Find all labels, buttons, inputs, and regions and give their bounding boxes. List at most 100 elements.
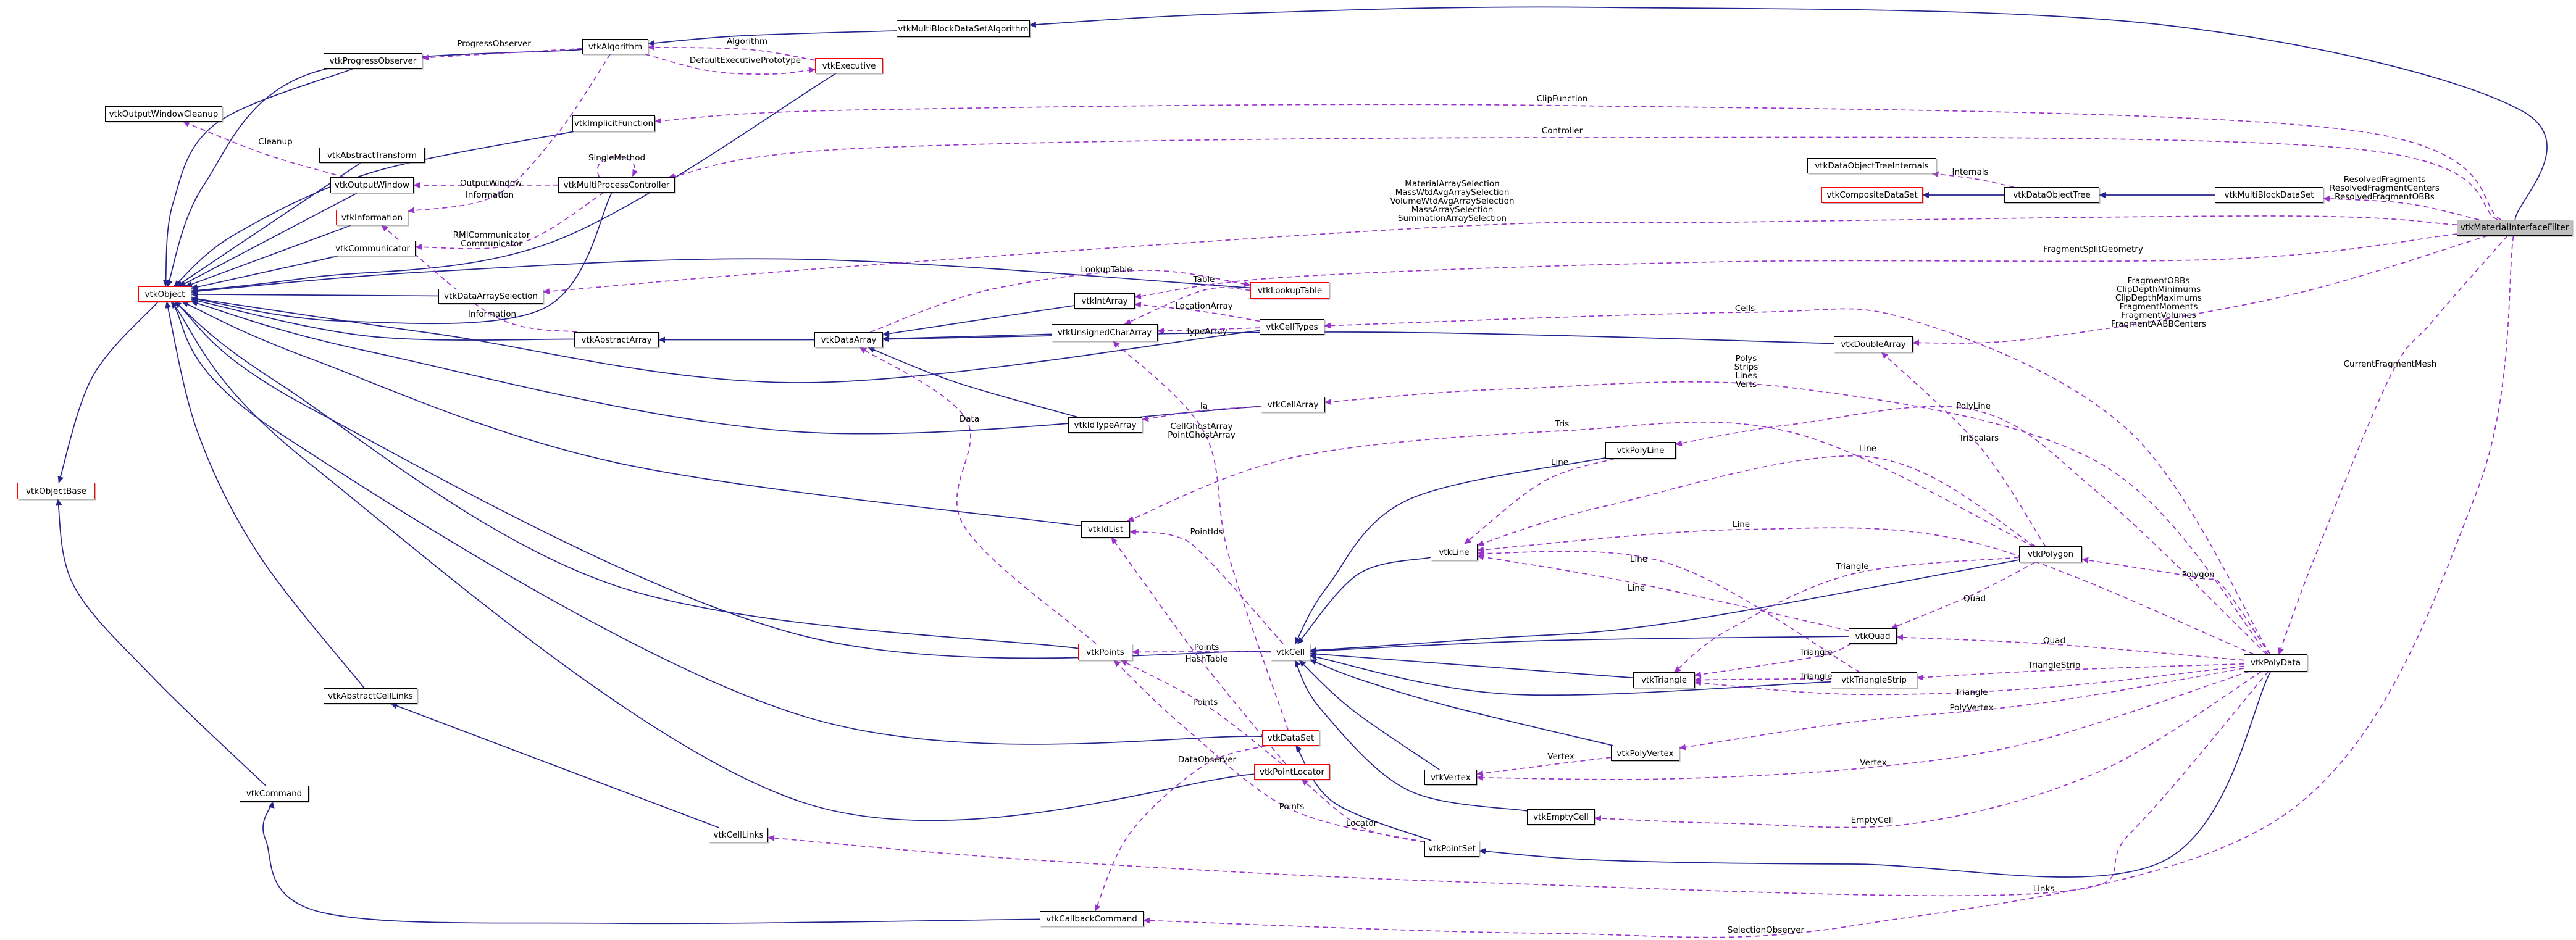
edge-vtkMaterialInterfaceFilter-to-vtkIntArray: [1134, 233, 2457, 299]
edge-vtkPolyLine-to-vtkCell: [1294, 457, 1606, 644]
edge-vtkObject-to-vtkObjectBase: [57, 301, 159, 483]
edge-vtkQuad-to-vtkTriangle: [1694, 643, 1852, 678]
node-vtkAbstractCellLinks[interactable]: vtkAbstractCellLinks: [324, 688, 417, 704]
node-vtkDataArray[interactable]: vtkDataArray: [814, 332, 883, 347]
edge-vtkCallbackCommand-to-vtkCommand: [262, 801, 1040, 925]
edge-vtkImplicitFunction-to-vtkObject: [173, 131, 575, 287]
edge-vtkCell-to-vtkIdList: [1129, 529, 1284, 644]
edge-vtkMaterialInterfaceFilter-to-vtkDoubleArray: [1912, 235, 2488, 346]
edge-vtkMultiBlockDataSetAlgorithm-to-vtkAlgorithm: [648, 30, 897, 47]
node-vtkPolyVertex[interactable]: vtkPolyVertex: [1611, 746, 1679, 761]
edge-vtkOutputWindow-to-vtkOutputWindowCleanup: [182, 121, 345, 178]
edge-vtkTriangleStrip-to-vtkCell: [1310, 654, 1831, 696]
node-vtkObjectBase[interactable]: vtkObjectBase: [17, 483, 95, 499]
edge-vtkPolygon-to-vtkIdList: [1127, 422, 2034, 547]
node-vtkUnsignedCharArray[interactable]: vtkUnsignedCharArray: [1052, 324, 1158, 341]
edge-vtkPointSet-to-vtkPointLocator: [1301, 779, 1425, 843]
edge-vtkPolyData-to-vtkTriangle: [1694, 665, 2244, 696]
edge-vtkIdTypeArray-to-vtkDataArray: [868, 347, 1079, 418]
node-vtkAbstractTransform[interactable]: vtkAbstractTransform: [319, 148, 425, 163]
edge-vtkMaterialInterfaceFilter-to-vtkMultiBlockDataSetAlgorithm: [1029, 6, 2548, 220]
edge-vtkLookupTable-to-vtkObject: [191, 258, 1251, 295]
edge-vtkCellTypes-to-vtkIntArray: [1134, 301, 1260, 322]
edge-vtkAbstractArray-to-vtkObject: [191, 297, 575, 341]
node-vtkLookupTable[interactable]: vtkLookupTable: [1250, 282, 1329, 299]
edge-vtkCellTypes-to-vtkObject: [191, 296, 1260, 383]
node-vtkOutputWindowCleanup[interactable]: vtkOutputWindowCleanup: [105, 106, 222, 122]
node-vtkCallbackCommand[interactable]: vtkCallbackCommand: [1040, 911, 1144, 926]
node-vtkPoints[interactable]: vtkPoints: [1078, 644, 1132, 660]
node-vtkObject[interactable]: vtkObject: [138, 286, 191, 302]
node-vtkCell[interactable]: vtkCell: [1271, 644, 1310, 660]
node-vtkProgressObserver[interactable]: vtkProgressObserver: [324, 53, 422, 69]
node-vtkCommand[interactable]: vtkCommand: [240, 786, 309, 802]
node-vtkDataObjectTreeInternals[interactable]: vtkDataObjectTreeInternals: [1807, 158, 1936, 173]
edge-vtkMultiProcessController-to-vtkCommunicator: [415, 192, 604, 250]
node-vtkIntArray[interactable]: vtkIntArray: [1074, 293, 1135, 309]
node-vtkEmptyCell[interactable]: vtkEmptyCell: [1527, 809, 1595, 825]
node-vtkTriangle[interactable]: vtkTriangle: [1633, 672, 1695, 688]
node-vtkLine[interactable]: vtkLine: [1431, 544, 1478, 560]
node-vtkPolyLine[interactable]: vtkPolyLine: [1605, 442, 1676, 459]
edge-vtkCellTypes-to-vtkUnsignedCharArray: [1157, 327, 1260, 334]
node-vtkPolygon[interactable]: vtkPolygon: [2019, 546, 2082, 562]
node-vtkVertex[interactable]: vtkVertex: [1424, 770, 1477, 785]
edge-vtkLookupTable-to-vtkUnsignedCharArray: [1124, 287, 1251, 325]
node-vtkAbstractArray[interactable]: vtkAbstractArray: [574, 332, 659, 347]
edge-vtkDoubleArray-to-vtkDataArray: [882, 331, 1834, 344]
edge-vtkInformation-to-vtkObject: [185, 225, 351, 288]
edge-vtkEmptyCell-to-vtkCell: [1294, 660, 1528, 812]
node-vtkCompositeDataSet[interactable]: vtkCompositeDataSet: [1821, 187, 1923, 203]
edge-vtkPolyData-to-vtkPointSet: [1479, 671, 2272, 878]
node-vtkOutputWindow[interactable]: vtkOutputWindow: [330, 177, 414, 193]
node-vtkDataSet[interactable]: vtkDataSet: [1262, 730, 1319, 746]
node-vtkExecutive[interactable]: vtkExecutive: [815, 58, 883, 73]
edge-vtkLine-to-vtkCell: [1297, 557, 1431, 644]
node-vtkImplicitFunction[interactable]: vtkImplicitFunction: [572, 115, 655, 131]
edge-vtkMultiProcessController-to-vtkObject: [191, 192, 613, 325]
node-vtkQuad[interactable]: vtkQuad: [1849, 628, 1897, 644]
edge-vtkPolyData-to-vtkQuad: [1896, 634, 2244, 661]
node-vtkDoubleArray[interactable]: vtkDoubleArray: [1834, 336, 1913, 352]
edge-vtkMaterialInterfaceFilter-to-vtkPolyData: [2278, 235, 2508, 655]
edge-vtkPolyLine-to-vtkLine: [1464, 458, 1615, 544]
node-vtkPointLocator[interactable]: vtkPointLocator: [1254, 764, 1330, 780]
edge-vtkPointLocator-to-vtkIdList: [1111, 537, 1286, 765]
node-vtkTriangleStrip[interactable]: vtkTriangleStrip: [1831, 672, 1917, 688]
node-vtkPolyData[interactable]: vtkPolyData: [2244, 654, 2307, 672]
edge-vtkQuad-to-vtkLine: [1477, 554, 1849, 631]
node-vtkCommunicator[interactable]: vtkCommunicator: [330, 241, 416, 256]
node-vtkMultiProcessController[interactable]: vtkMultiProcessController: [558, 177, 675, 193]
node-vtkAlgorithm[interactable]: vtkAlgorithm: [582, 39, 648, 54]
edge-vtkMaterialInterfaceFilter-to-vtkImplicitFunction: [654, 104, 2501, 220]
node-vtkIdList[interactable]: vtkIdList: [1081, 521, 1130, 538]
node-vtkCellTypes[interactable]: vtkCellTypes: [1260, 319, 1324, 335]
edge-vtkAlgorithm-to-vtkExecutive: [645, 54, 816, 75]
node-vtkIdTypeArray[interactable]: vtkIdTypeArray: [1068, 417, 1142, 433]
edge-vtkPointSet-to-vtkPoints: [1113, 660, 1425, 843]
node-vtkInformation[interactable]: vtkInformation: [336, 210, 408, 225]
edge-vtkCellArray-to-vtkIdTypeArray: [1142, 406, 1261, 422]
edge-vtkTriangle-to-vtkCell: [1310, 651, 1634, 679]
node-vtkDataArraySelection[interactable]: vtkDataArraySelection: [438, 289, 543, 304]
node-vtkPointSet[interactable]: vtkPointSet: [1424, 841, 1479, 857]
edge-vtkPolyVertex-to-vtkVertex: [1476, 757, 1612, 776]
node-vtkMaterialInterfaceFilter[interactable]: vtkMaterialInterfaceFilter: [2457, 220, 2572, 236]
node-vtkMultiBlockDataSet[interactable]: vtkMultiBlockDataSet: [2215, 187, 2323, 203]
edge-vtkAlgorithm-to-vtkInformation: [408, 54, 611, 214]
edge-vtkCellLinks-to-vtkAbstractCellLinks: [390, 702, 719, 828]
node-vtkCellArray[interactable]: vtkCellArray: [1261, 397, 1325, 412]
edge-vtkPolyData-to-vtkTriangleStrip: [1917, 663, 2244, 681]
edge-vtkMultiProcessController-to-vtkMultiProcessController: [597, 156, 638, 178]
edge-vtkMaterialInterfaceFilter-to-vtkMultiBlockDataSet: [2323, 196, 2480, 220]
edge-vtkAlgorithm-to-vtkProgressObserver: [422, 48, 583, 61]
edge-vtkPolygon-to-vtkQuad: [1891, 562, 2036, 629]
edge-vtkVertex-to-vtkCell: [1298, 660, 1440, 770]
node-vtkDataObjectTree[interactable]: vtkDataObjectTree: [2004, 187, 2099, 203]
edge-vtkPolyData-to-vtkPolyLine: [1675, 406, 2267, 655]
node-vtkCellLinks[interactable]: vtkCellLinks: [709, 828, 768, 842]
edge-vtkDataObjectTree-to-vtkDataObjectTreeInternals: [1931, 171, 2014, 188]
edge-vtkMaterialInterfaceFilter-to-vtkCallbackCommand: [1143, 235, 2514, 938]
node-vtkMultiBlockDataSetAlgorithm[interactable]: vtkMultiBlockDataSetAlgorithm: [897, 20, 1030, 37]
